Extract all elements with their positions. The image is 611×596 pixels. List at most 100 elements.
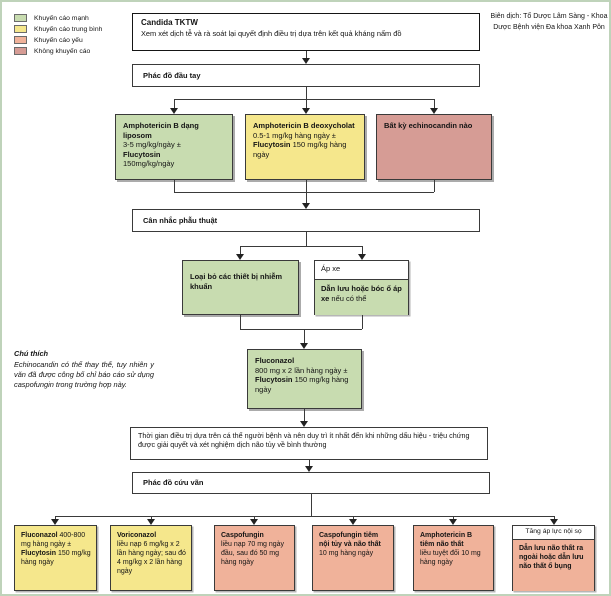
legend-swatch-none xyxy=(14,47,27,55)
connector-line xyxy=(240,315,241,329)
legend-swatch-medium xyxy=(14,25,27,33)
arrow-down-icon xyxy=(51,519,59,525)
footnote-title: Chú thích xyxy=(14,349,49,358)
node-text: Loại bỏ các thiết bị nhiễm khuẩn xyxy=(190,272,283,291)
legend-label: Khuyến cáo trung bình xyxy=(34,25,103,33)
connector-line xyxy=(306,87,307,99)
connector-line xyxy=(55,516,554,517)
connector-line xyxy=(362,246,363,254)
footnote-body: Echinocandin có thể thay thế, tuy nhiên … xyxy=(14,359,154,389)
connector-line xyxy=(362,315,363,329)
node-text: Fluconazol 400-800 mg hàng ngày ± Flucyt… xyxy=(21,532,91,567)
connector-line xyxy=(353,516,354,519)
legend-label: Khuyến cáo yếu xyxy=(34,36,83,44)
connector-line xyxy=(306,51,307,58)
arrow-down-icon xyxy=(302,108,310,114)
node-surgery-label: Cân nhắc phẫu thuật xyxy=(132,209,480,232)
node-abscess-drain: Dẫn lưu hoặc bóc ổ áp xe nếu có thể xyxy=(315,280,408,315)
arrow-down-icon xyxy=(147,519,155,525)
arrow-down-icon xyxy=(349,519,357,525)
arrow-down-icon xyxy=(170,108,178,114)
legend-label: Không khuyến cáo xyxy=(34,47,91,55)
stage-label: Cân nhắc phẫu thuật xyxy=(143,215,218,225)
node-text: Thời gian điều trị dựa trên cá thể người… xyxy=(138,431,470,450)
connector-line xyxy=(311,494,312,516)
legend-swatch-weak xyxy=(14,36,27,44)
connector-line xyxy=(554,516,555,519)
connector-line xyxy=(309,460,310,466)
legend-item-medium: Khuyến cáo trung bình xyxy=(14,25,102,33)
node-candida-tktw: Candida TKTW Xem xét dịch tễ và rà soát … xyxy=(132,13,480,51)
arrow-down-icon xyxy=(449,519,457,525)
connector-line xyxy=(174,99,175,108)
connector-line xyxy=(240,246,241,254)
node-subtitle: Xem xét dịch tễ và rà soát lại quyết địn… xyxy=(141,29,402,39)
connector-line xyxy=(174,99,434,100)
connector-line xyxy=(304,329,305,343)
connector-line xyxy=(434,180,435,192)
connector-line xyxy=(174,180,175,192)
arrow-down-icon xyxy=(236,254,244,260)
node-icp-drain: Dẫn lưu não thất ra ngoài hoặc dẫn lưu n… xyxy=(513,540,594,591)
node-treatment-duration: Thời gian điều trị dựa trên cá thể người… xyxy=(130,427,488,460)
node-text: Dẫn lưu hoặc bóc ổ áp xe nếu có thể xyxy=(321,284,402,303)
connector-line xyxy=(55,516,56,519)
connector-line xyxy=(306,232,307,246)
connector-line xyxy=(434,99,435,108)
node-remove-infected-devices: Loại bỏ các thiết bị nhiễm khuẩn xyxy=(182,260,299,315)
legend-label: Khuyến cáo mạnh xyxy=(34,14,89,22)
translation-credit: Biên dịch: Tổ Dược Lâm Sàng - Khoa Dược … xyxy=(490,13,608,31)
legend: Khuyến cáo mạnh Khuyến cáo trung bình Kh… xyxy=(14,14,102,58)
node-text: Bất kỳ echinocandin nào xyxy=(384,121,473,130)
arrow-down-icon xyxy=(305,466,313,472)
connector-line xyxy=(306,180,307,203)
node-abscess: Áp xe Dẫn lưu hoặc bóc ổ áp xe nếu có th… xyxy=(314,260,409,315)
node-abscess-header: Áp xe xyxy=(315,261,408,280)
arrow-down-icon xyxy=(550,519,558,525)
node-icp-header: Tăng áp lực nội sọ xyxy=(513,526,594,540)
node-salvage-label: Phác đồ cứu vãn xyxy=(132,472,490,494)
arrow-down-icon xyxy=(430,108,438,114)
node-icp: Tăng áp lực nội sọ Dẫn lưu não thất ra n… xyxy=(512,525,595,591)
arrow-down-icon xyxy=(302,58,310,64)
arrow-down-icon xyxy=(300,421,308,427)
connector-line xyxy=(174,192,434,193)
stage-label: Phác đồ đầu tay xyxy=(143,70,201,80)
node-text: Dẫn lưu não thất ra ngoài hoặc dẫn lưu n… xyxy=(519,545,584,571)
legend-item-strong: Khuyến cáo mạnh xyxy=(14,14,102,22)
arrow-down-icon xyxy=(300,343,308,349)
stage-label: Phác đồ cứu vãn xyxy=(143,478,204,488)
connector-line xyxy=(254,516,255,519)
connector-line xyxy=(151,516,152,519)
connector-line xyxy=(453,516,454,519)
node-any-echinocandin: Bất kỳ echinocandin nào xyxy=(376,114,492,180)
connector-line xyxy=(304,409,305,421)
arrow-down-icon xyxy=(302,203,310,209)
legend-item-weak: Khuyến cáo yếu xyxy=(14,36,102,44)
arrow-down-icon xyxy=(358,254,366,260)
node-first-line-label: Phác đồ đầu tay xyxy=(132,64,480,87)
connector-line xyxy=(306,99,307,108)
arrow-down-icon xyxy=(250,519,258,525)
legend-swatch-strong xyxy=(14,14,27,22)
connector-line xyxy=(240,246,362,247)
footnote: Chú thích Echinocandin có thể thay thế, … xyxy=(14,349,154,390)
connector-line xyxy=(240,329,362,330)
node-title: Candida TKTW xyxy=(141,18,198,27)
node-salvage-fluconazole: Fluconazol 400-800 mg hàng ngày ± Flucyt… xyxy=(14,525,97,591)
